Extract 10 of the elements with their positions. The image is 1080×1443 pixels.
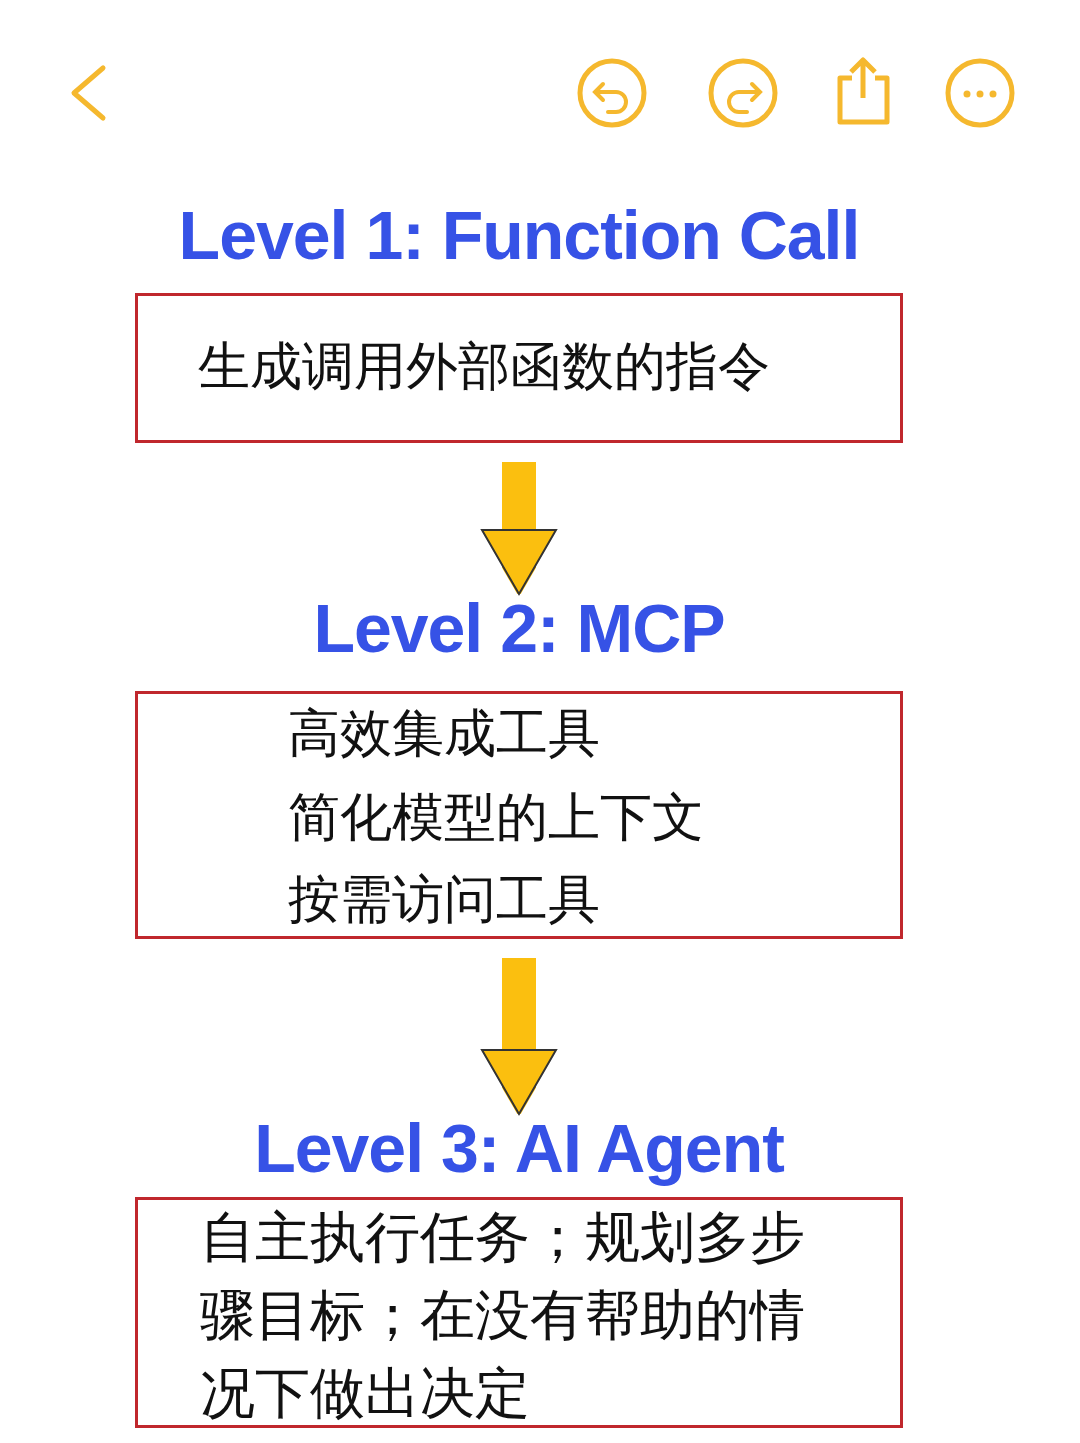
arrow: [481, 958, 557, 1115]
level-heading: Level 2: MCP: [312, 589, 726, 668]
level-heading: Level 1: Function Call: [177, 196, 861, 275]
arrow: [481, 462, 557, 595]
description-text: 自主执行任务；规划多步骤目标；在没有帮助的情况下做出决定: [200, 1204, 806, 1427]
level-heading: Level 3: AI Agent: [253, 1109, 785, 1188]
description-text: 简化模型的上下文: [288, 786, 704, 849]
description-text: 按需访问工具: [288, 868, 600, 931]
description-text: 高效集成工具: [288, 702, 600, 765]
description-text: 生成调用外部函数的指令: [198, 335, 770, 398]
